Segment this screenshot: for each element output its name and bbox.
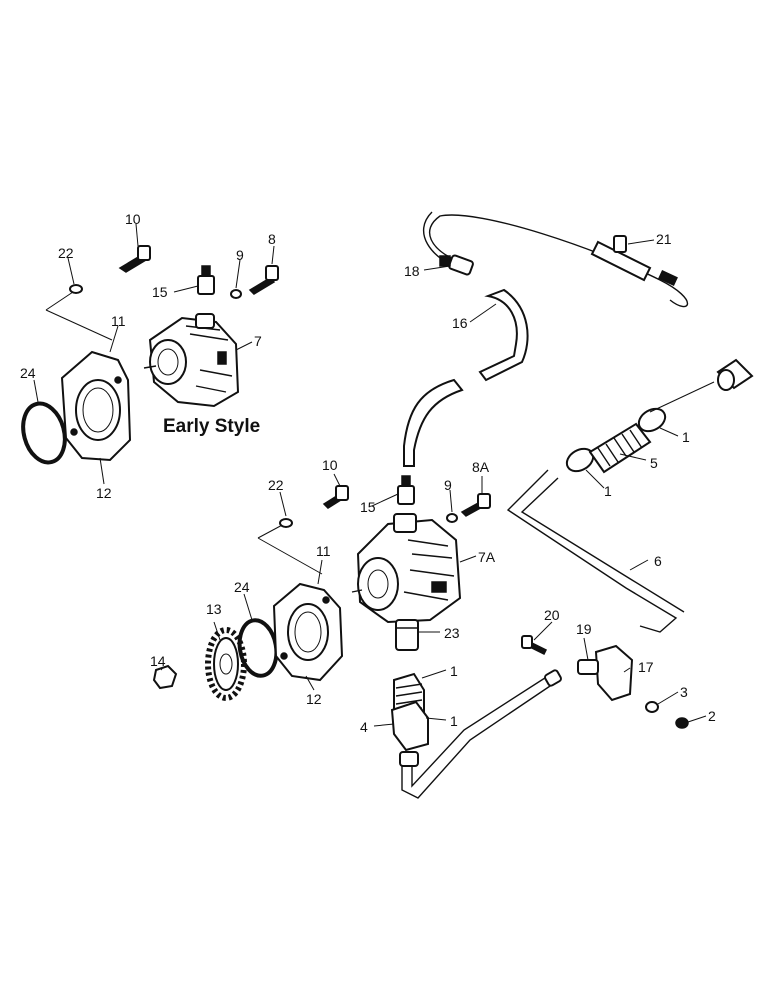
hose-16	[478, 288, 529, 382]
callout-22-lower: 22	[268, 477, 284, 493]
clamp-upper-right	[565, 407, 667, 473]
end-fitting	[716, 358, 754, 391]
nut-2	[675, 717, 689, 729]
hose-5	[588, 422, 652, 474]
bolt-8a	[460, 493, 491, 517]
lower-assembly	[152, 475, 491, 701]
callout-5: 5	[650, 455, 658, 471]
callout-2: 2	[708, 708, 716, 724]
callout-13: 13	[206, 601, 222, 617]
hose-4	[390, 672, 429, 752]
bracket-17	[577, 644, 634, 702]
callout-9-lower: 9	[444, 477, 452, 493]
callout-8: 8	[268, 231, 276, 247]
callout-4: 4	[360, 719, 368, 735]
fitting-23	[395, 619, 419, 651]
pump-body-7a	[351, 513, 462, 624]
section-label-early-style: Early Style	[163, 416, 260, 437]
callout-11-lower: 11	[316, 543, 331, 559]
fitting-18	[439, 254, 474, 276]
callout-23: 23	[444, 625, 460, 641]
bolt-20	[521, 635, 548, 656]
callout-labels: 10 22 8 9 15 11 7 24 12 10 22 15 9 8A 7A…	[20, 211, 716, 735]
nut-14	[152, 664, 178, 690]
hose-lines	[390, 211, 754, 799]
early-style-assembly	[21, 245, 279, 465]
washer-9-lower	[446, 513, 458, 523]
callout-24-upper: 24	[20, 365, 36, 381]
callout-1-hose-top: 1	[450, 663, 458, 679]
callout-24-lower: 24	[234, 579, 250, 595]
callout-22-upper: 22	[58, 245, 74, 261]
callout-7: 7	[254, 333, 262, 349]
callout-15-upper: 15	[152, 284, 168, 300]
callout-11-upper: 11	[111, 313, 126, 329]
callout-19: 19	[576, 621, 592, 637]
fitting-15-upper	[197, 265, 215, 295]
callout-17: 17	[638, 659, 654, 675]
callout-14: 14	[150, 653, 166, 669]
callout-12-lower: 12	[306, 691, 322, 707]
bolt-10-lower	[322, 485, 349, 509]
callout-7a: 7A	[478, 549, 496, 565]
pipe-6	[506, 469, 678, 633]
callout-6: 6	[654, 553, 662, 569]
callout-21: 21	[656, 231, 672, 247]
callout-18: 18	[404, 263, 420, 279]
callout-9-upper: 9	[236, 247, 244, 263]
washer-22-upper	[69, 284, 83, 294]
callout-16: 16	[452, 315, 468, 331]
mounting-plate-upper	[60, 350, 132, 462]
fitting-15-lower	[397, 475, 415, 505]
callout-10-upper: 10	[125, 211, 141, 227]
callout-1-right-mid: 1	[604, 483, 612, 499]
callout-8a: 8A	[472, 459, 490, 475]
mounting-plate-lower	[272, 582, 344, 682]
washer-9-upper	[230, 289, 242, 299]
bolt-10-upper	[118, 245, 151, 273]
pump-body-upper	[143, 313, 240, 408]
tee-fitting-21	[590, 235, 678, 287]
leader-lines	[33, 223, 707, 727]
callout-12-upper: 12	[96, 485, 112, 501]
callout-3: 3	[680, 684, 688, 700]
washer-3	[645, 701, 659, 713]
callout-20: 20	[544, 607, 560, 623]
callout-10-lower: 10	[322, 457, 338, 473]
bolt-8-upper	[248, 265, 279, 295]
o-ring-upper	[21, 401, 67, 465]
callout-1-right-top: 1	[682, 429, 690, 445]
callout-1-hose-bottom: 1	[450, 713, 458, 729]
callout-15-lower: 15	[360, 499, 376, 515]
washer-22-lower	[279, 518, 293, 528]
